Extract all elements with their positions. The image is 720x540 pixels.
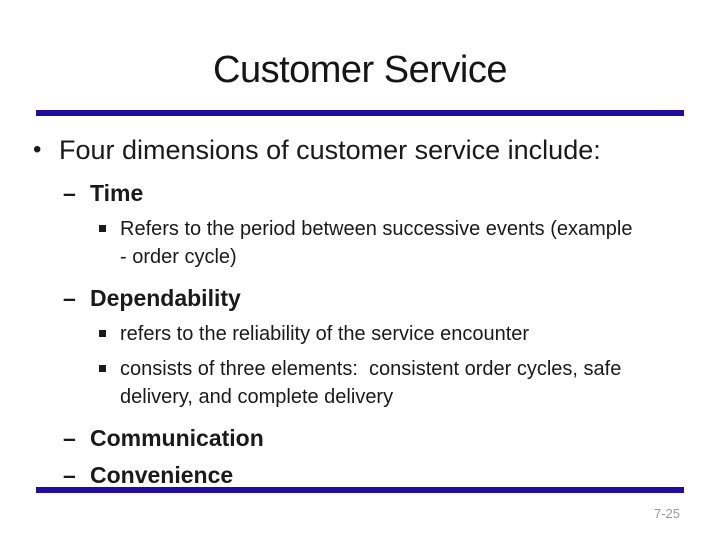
bullet-list: • Four dimensions of customer service inc… <box>0 134 720 490</box>
bullet-text: Four dimensions of customer service incl… <box>59 135 601 165</box>
bullet-text: refers to the reliability of the service… <box>120 323 530 345</box>
dash-bullet-icon: – <box>63 180 76 206</box>
square-bullet-icon <box>99 330 106 337</box>
bullet-item: refers to the reliability of the service… <box>0 320 720 348</box>
slide-title: Customer Service <box>213 49 507 91</box>
bullet-item: • Four dimensions of customer service inc… <box>0 134 720 166</box>
footer-rule <box>36 487 684 493</box>
bullet-text: Dependability <box>90 285 241 311</box>
title-underline <box>36 110 684 116</box>
dash-bullet-icon: – <box>63 285 76 311</box>
bullet-item: –Dependability <box>0 283 720 313</box>
bullet-text: Time <box>90 180 144 206</box>
bullet-text: consists of three elements: consistent o… <box>120 358 622 408</box>
dash-bullet-icon: – <box>63 425 76 451</box>
bullet-item: consists of three elements: consistent o… <box>0 355 720 411</box>
bullet-item: Refers to the period between successive … <box>0 215 720 271</box>
bullet-text: Convenience <box>90 462 234 488</box>
square-bullet-icon <box>99 365 106 372</box>
dash-bullet-icon: – <box>63 462 76 488</box>
bullet-text: Communication <box>90 425 264 451</box>
dot-bullet-icon: • <box>33 136 42 163</box>
bullet-item: –Communication <box>0 423 720 453</box>
bullet-item: –Time <box>0 178 720 208</box>
bullet-item: –Convenience <box>0 460 720 490</box>
page-number: 7-25 <box>653 506 680 521</box>
bullet-text: Refers to the period between successive … <box>120 218 633 268</box>
square-bullet-icon <box>99 225 106 232</box>
